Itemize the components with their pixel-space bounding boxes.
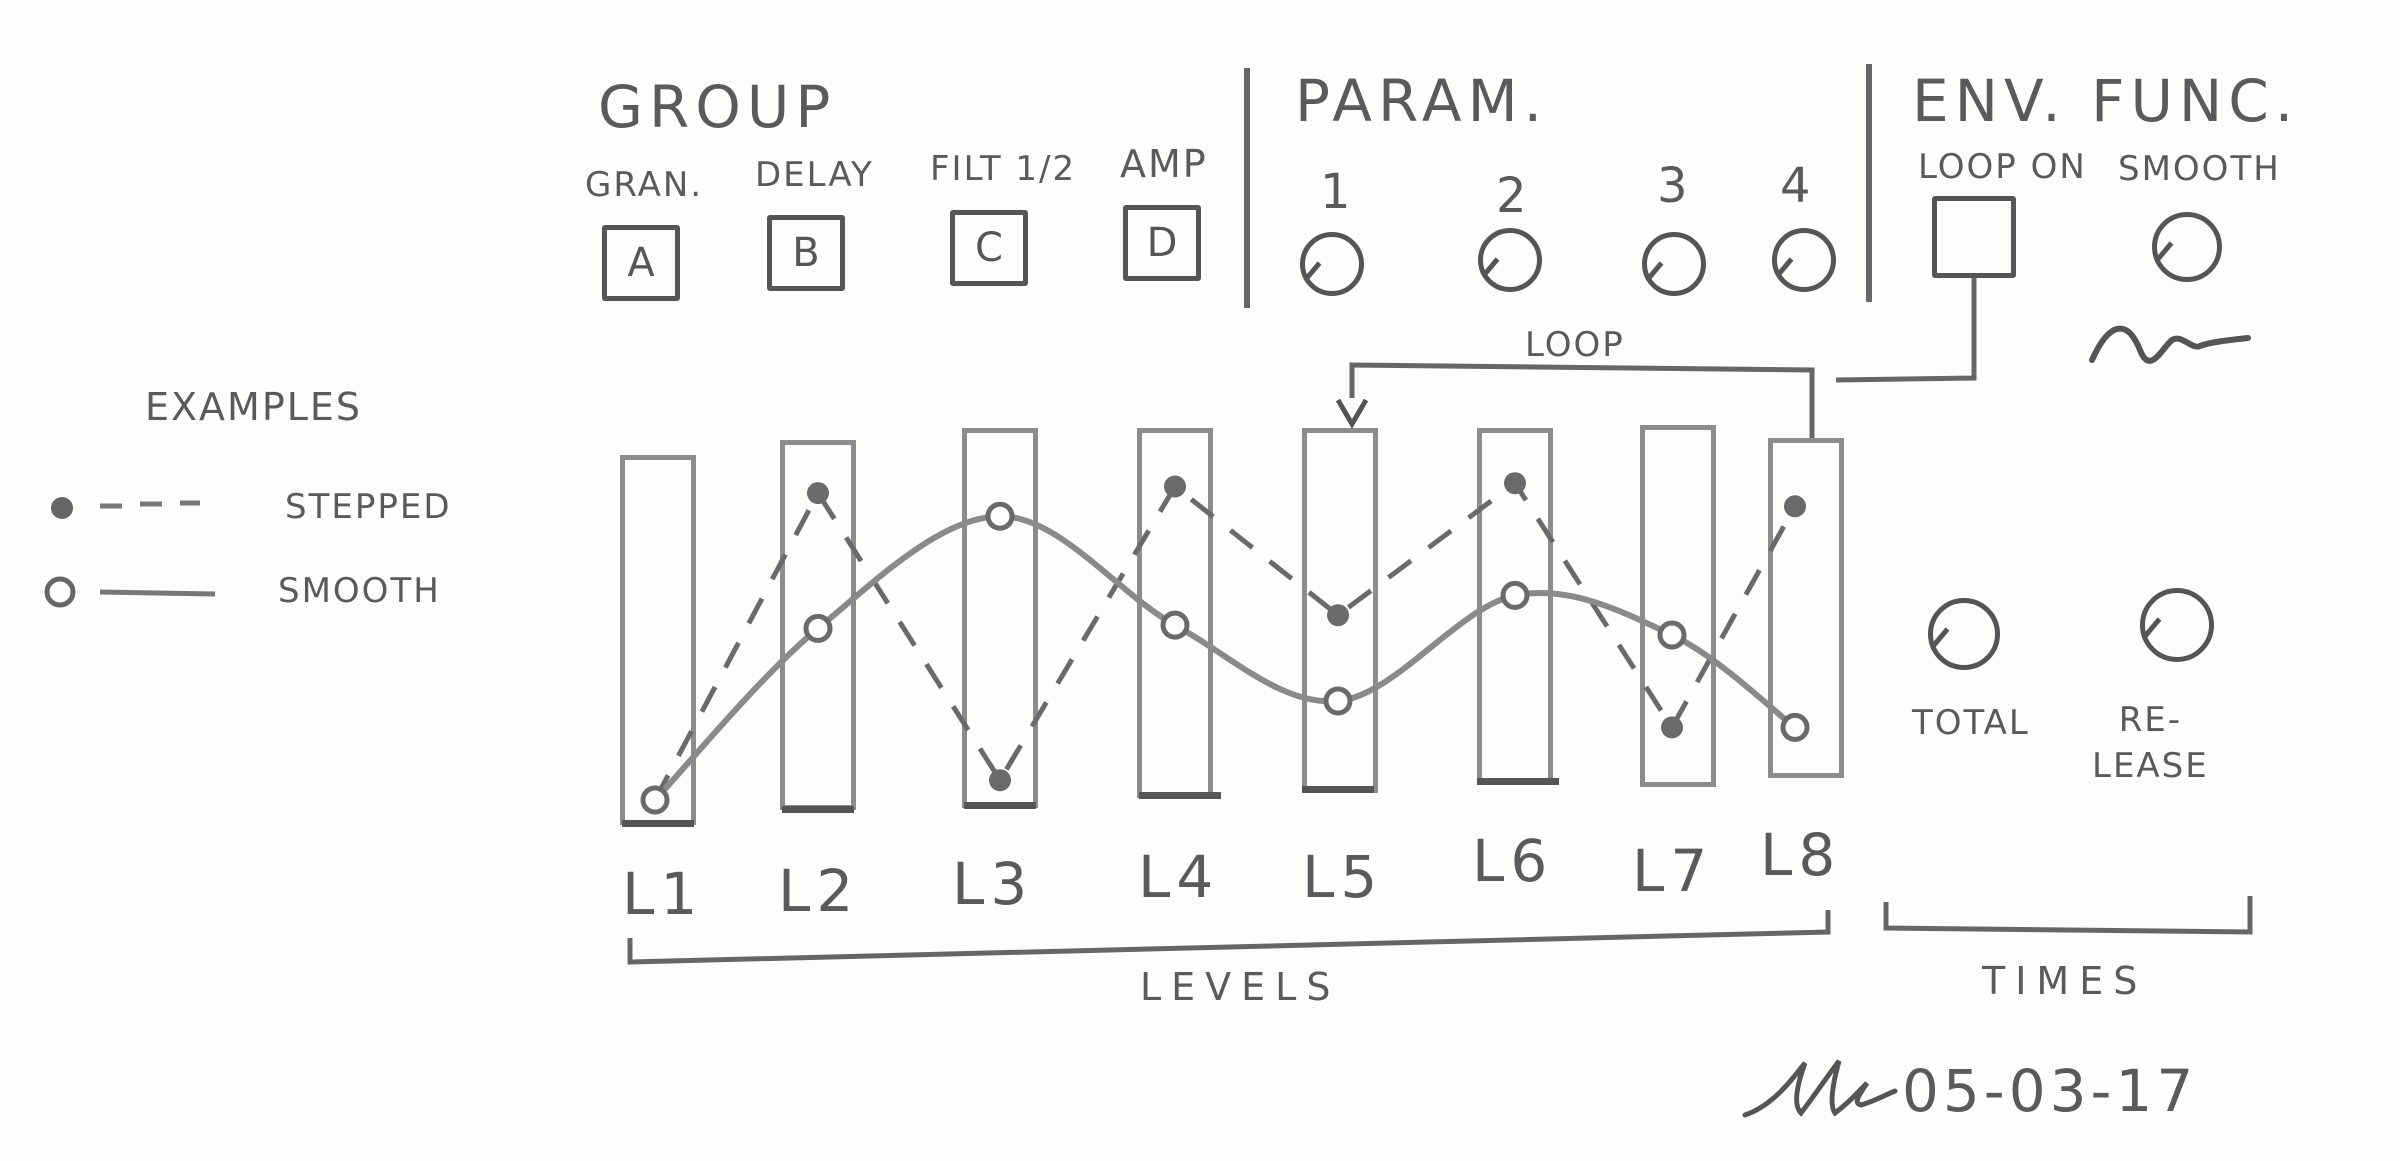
smooth-knob[interactable] bbox=[2152, 212, 2222, 282]
stepped-example-line bbox=[652, 479, 1798, 802]
section-divider-2 bbox=[1866, 64, 1872, 302]
stepped-point-l5 bbox=[1327, 604, 1349, 627]
release-label: RE- LEASE bbox=[2092, 700, 2209, 786]
param-knob-4[interactable] bbox=[1772, 228, 1836, 292]
slider-label-l2: L2 bbox=[778, 857, 860, 925]
stepped-point-l3 bbox=[989, 769, 1011, 792]
loop-on-button[interactable] bbox=[1932, 196, 2016, 278]
group-button-d[interactable]: D bbox=[1123, 205, 1201, 281]
slider-base-l6 bbox=[1477, 778, 1559, 785]
group-button-c[interactable]: C bbox=[950, 210, 1028, 286]
stepped-point-l4 bbox=[1164, 475, 1186, 498]
group-label-amp: AMP bbox=[1120, 142, 1208, 186]
slider-base-l4 bbox=[1139, 792, 1221, 799]
smooth-point-l5 bbox=[1323, 686, 1353, 716]
loop-label: LOOP bbox=[1525, 325, 1625, 365]
group-label-delay: DELAY bbox=[755, 155, 874, 195]
stepped-legend-dot-icon bbox=[51, 497, 73, 519]
smooth-point-l3 bbox=[985, 501, 1015, 531]
release-time-knob[interactable] bbox=[2140, 588, 2214, 662]
smooth-legend-line-icon bbox=[99, 589, 216, 597]
levels-bracket bbox=[627, 910, 1831, 965]
levels-section-label: LEVELS bbox=[1140, 965, 1341, 1009]
smooth-point-l1 bbox=[640, 785, 670, 815]
stepped-point-l6 bbox=[1504, 472, 1526, 495]
param-knob-3[interactable] bbox=[1642, 232, 1706, 296]
env-func-title: ENV. FUNC. bbox=[1912, 67, 2300, 135]
stepped-point-l2 bbox=[807, 482, 829, 505]
stepped-legend-label: STEPPED bbox=[285, 487, 452, 527]
slider-label-l4: L4 bbox=[1138, 843, 1220, 911]
param-number-2: 2 bbox=[1496, 168, 1527, 224]
slider-base-l3 bbox=[964, 802, 1036, 809]
smooth-example-curve bbox=[652, 513, 1797, 803]
times-section-label: TIMES bbox=[1982, 959, 2148, 1003]
smooth-point-l6 bbox=[1500, 580, 1530, 610]
times-bracket bbox=[1883, 896, 2253, 935]
stepped-point-l7 bbox=[1661, 716, 1683, 739]
smooth-point-l7 bbox=[1657, 620, 1687, 650]
smooth-point-l4 bbox=[1160, 610, 1190, 640]
group-label-filt: FILT 1/2 bbox=[930, 149, 1077, 189]
param-knob-1[interactable] bbox=[1300, 232, 1364, 296]
smooth-point-l8 bbox=[1780, 712, 1810, 742]
slider-label-l7: L7 bbox=[1632, 837, 1714, 905]
group-title: GROUP bbox=[598, 73, 837, 141]
loop-wire bbox=[1349, 362, 1815, 438]
group-button-b[interactable]: B bbox=[767, 215, 845, 291]
param-number-3: 3 bbox=[1657, 158, 1688, 214]
smooth-legend-dot-icon bbox=[44, 576, 76, 608]
smooth-label: SMOOTH bbox=[2118, 149, 2281, 189]
level-slider-l8[interactable] bbox=[1768, 438, 1844, 778]
loop-on-label: LOOP ON bbox=[1918, 147, 2087, 187]
total-label: TOTAL bbox=[1912, 703, 2030, 743]
sketch-date: 05-03-17 bbox=[1902, 1057, 2198, 1125]
param-number-4: 4 bbox=[1780, 158, 1811, 214]
signature-mark bbox=[1742, 1059, 1898, 1118]
param-number-1: 1 bbox=[1320, 164, 1351, 220]
loop-on-wire bbox=[1835, 278, 1977, 383]
slider-label-l5: L5 bbox=[1302, 843, 1384, 911]
slider-label-l1: L1 bbox=[622, 860, 704, 928]
slider-label-l3: L3 bbox=[952, 850, 1034, 918]
slider-label-l8: L8 bbox=[1760, 821, 1842, 889]
smooth-wave-icon bbox=[2089, 325, 2251, 364]
loop-arrow-icon bbox=[1335, 398, 1369, 429]
section-divider-1 bbox=[1244, 68, 1250, 308]
slider-base-l2 bbox=[782, 806, 854, 813]
slider-base-l5 bbox=[1302, 786, 1374, 793]
param-title: PARAM. bbox=[1295, 67, 1549, 135]
smooth-legend-label: SMOOTH bbox=[278, 571, 441, 611]
examples-title: EXAMPLES bbox=[145, 385, 363, 429]
group-label-gran: GRAN. bbox=[585, 165, 704, 205]
group-button-a[interactable]: A bbox=[602, 225, 680, 301]
smooth-point-l2 bbox=[803, 613, 833, 643]
level-slider-l7[interactable] bbox=[1640, 425, 1716, 787]
slider-label-l6: L6 bbox=[1472, 827, 1554, 895]
stepped-point-l8 bbox=[1784, 495, 1806, 518]
stepped-legend-dash-icon bbox=[100, 500, 200, 509]
total-time-knob[interactable] bbox=[1928, 598, 2000, 670]
param-knob-2[interactable] bbox=[1478, 228, 1542, 292]
slider-base-l1 bbox=[622, 820, 694, 827]
